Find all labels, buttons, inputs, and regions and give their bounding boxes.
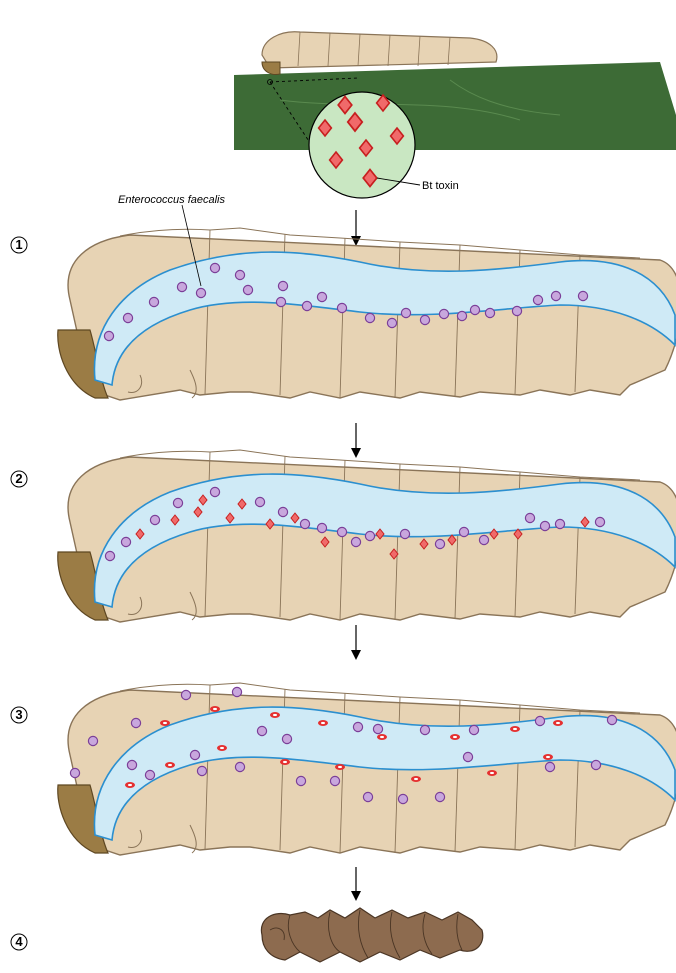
- leaf: [234, 62, 676, 150]
- step-2-number: 2: [15, 471, 22, 486]
- step-2: 2: [11, 450, 676, 622]
- bt-toxin-label: Bt toxin: [422, 180, 459, 192]
- step-1: 1 Enterococcus faecalis: [11, 194, 676, 400]
- enterococcus-label: Enterococcus faecalis: [118, 194, 225, 206]
- step-3: 3: [11, 683, 676, 855]
- arrow-3: [351, 625, 361, 660]
- leaf-scene: Bt toxin: [234, 32, 676, 198]
- dead-larva: [261, 908, 482, 962]
- arrow-2: [351, 423, 361, 458]
- step-4-number: 4: [15, 934, 23, 949]
- step-4: 4: [11, 908, 483, 962]
- arrow-1: [351, 210, 361, 246]
- step-3-number: 3: [15, 707, 22, 722]
- step-1-number: 1: [15, 237, 22, 252]
- arrow-4: [351, 867, 361, 901]
